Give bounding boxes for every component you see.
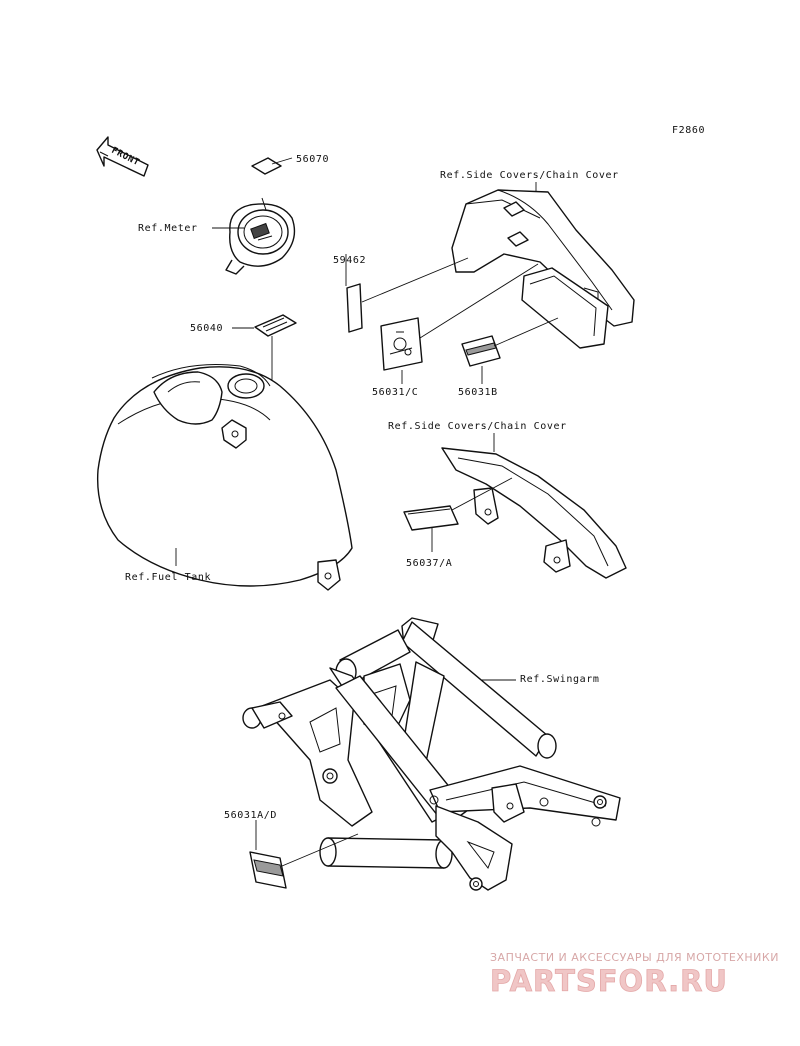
label-ref-fuel-tank: Ref.Fuel Tank: [125, 572, 211, 583]
label-sticker-56031b: [461, 335, 501, 367]
label-ref-meter: Ref.Meter: [138, 223, 198, 234]
label-56031c: 56031/C: [372, 387, 418, 398]
meter-label-56070: [251, 157, 282, 175]
label-sticker-59462: [346, 283, 363, 333]
label-56031b: 56031B: [458, 387, 498, 398]
label-56037a: 56037/A: [406, 558, 452, 569]
tank-label-56040: [254, 314, 297, 337]
swingarm-illustration: [242, 617, 621, 891]
label-ref-swingarm: Ref.Swingarm: [520, 674, 599, 685]
label-sticker-56031c: [380, 317, 423, 371]
watermark-tagline: ЗАПЧАСТИ И АКСЕССУАРЫ ДЛЯ МОТОТЕХНИКИ: [490, 951, 779, 964]
watermark-logo: PARTSFOR.RU: [490, 964, 728, 998]
chain-cover-lower-illustration: [441, 447, 627, 579]
label-56031ad: 56031A/D: [224, 810, 277, 821]
front-arrow-icon: FRONT: [96, 136, 149, 177]
label-sticker-56031ad: [249, 851, 287, 889]
label-ref-side-covers-1: Ref.Side Covers/Chain Cover: [440, 170, 619, 181]
label-56070: 56070: [296, 154, 329, 165]
side-cover-upper-illustration: [451, 189, 635, 349]
figure-code: F2860: [672, 125, 705, 136]
fuel-tank-illustration: [96, 364, 353, 591]
meter-illustration: [225, 197, 296, 275]
label-59462: 59462: [333, 255, 366, 266]
label-ref-side-covers-2: Ref.Side Covers/Chain Cover: [388, 421, 567, 432]
label-56040: 56040: [190, 323, 223, 334]
label-sticker-56037a: [403, 505, 459, 531]
